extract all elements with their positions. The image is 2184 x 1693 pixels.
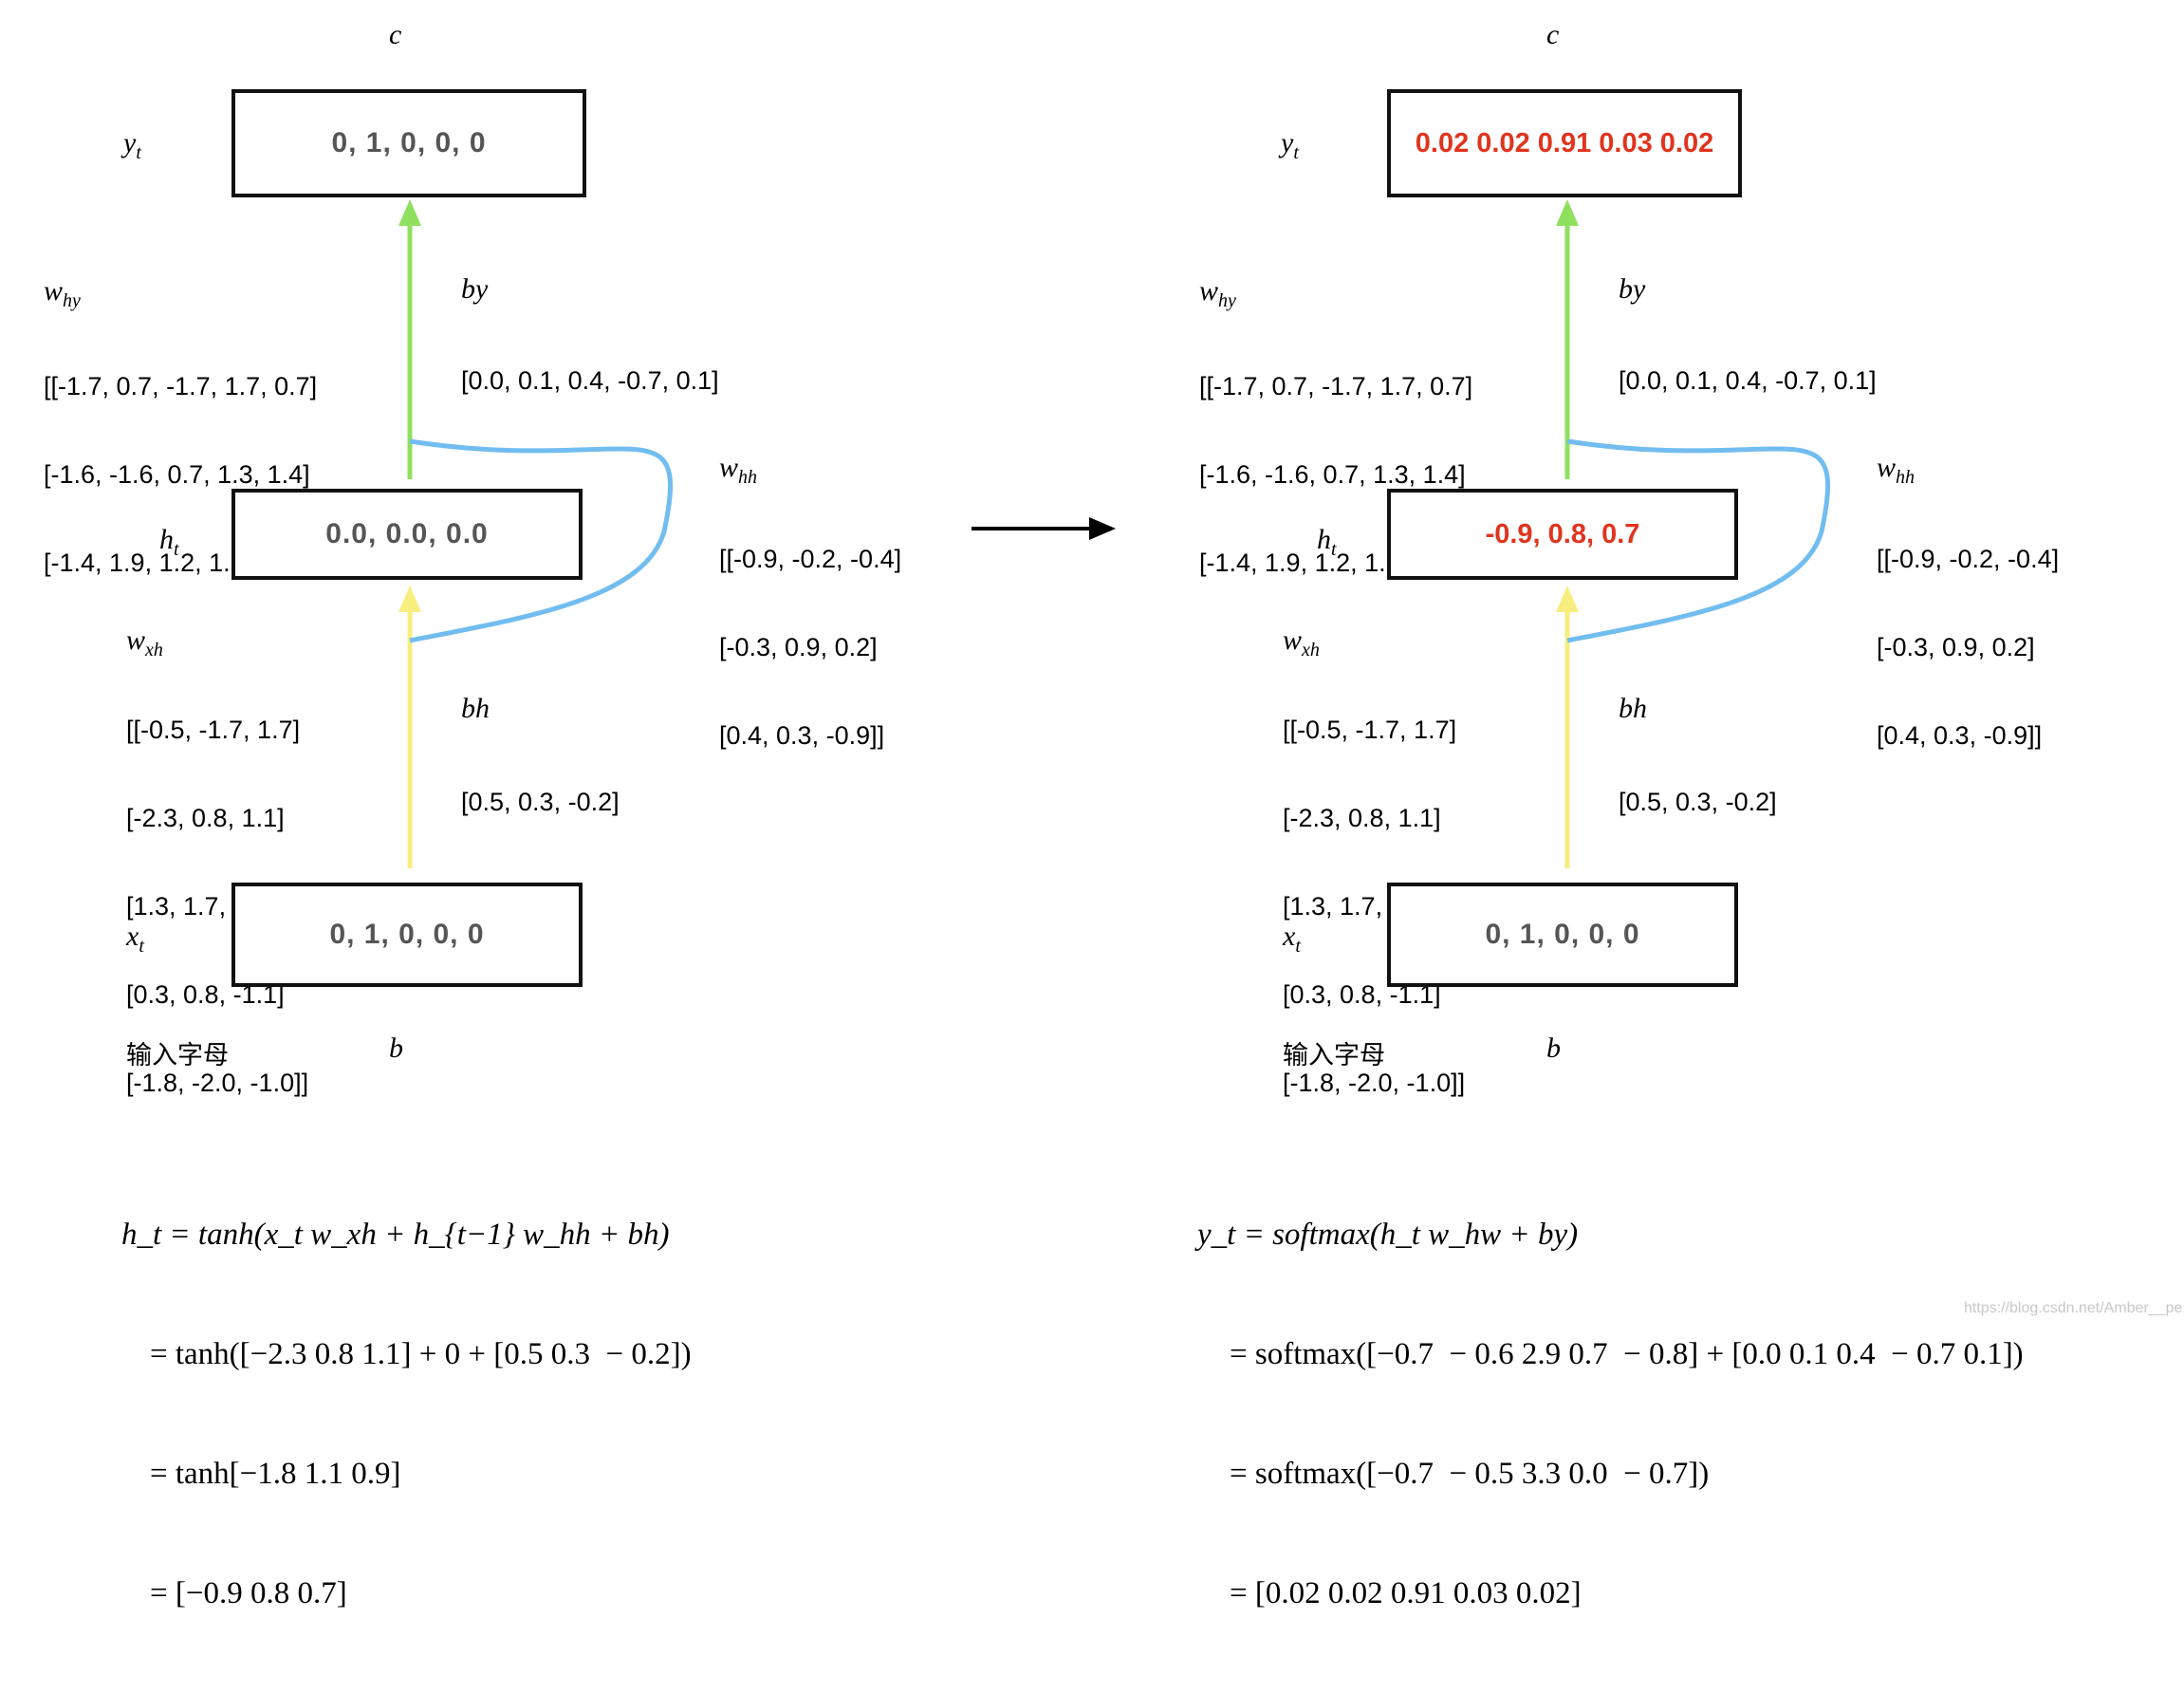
right-output-arrow	[1556, 199, 1579, 479]
left-why-name: why	[44, 275, 81, 311]
left-output-char: c	[389, 19, 402, 50]
matrix-row: [0.5, 0.3, -0.2]	[461, 788, 620, 816]
matrix-row: [0.0, 0.1, 0.4, -0.7, 0.1]	[461, 366, 719, 395]
matrix-row: [[-0.9, -0.2, -0.4]	[1877, 545, 2060, 573]
left-output-arrow	[398, 199, 421, 479]
left-h-box: 0.0, 0.0, 0.0	[231, 489, 583, 580]
left-input-label: 输入字母	[126, 1041, 229, 1070]
matrix-row: [0.4, 0.3, -0.9]]	[719, 721, 885, 750]
right-input-arrow	[1556, 586, 1579, 868]
left-h-label: ht	[159, 524, 179, 560]
matrix-row: [-1.8, -2.0, -1.0]]	[126, 1069, 309, 1097]
left-input-arrow	[398, 586, 421, 868]
matrix-row: [-0.3, 0.9, 0.2]	[719, 633, 878, 661]
equation-line: = tanh[−1.8 1.1 0.9]	[150, 1457, 401, 1491]
equation-line: h_t = tanh(x_t w_xh + h_{t−1} w_hh + bh)	[121, 1218, 670, 1252]
matrix-row: [-1.6, -1.6, 0.7, 1.3, 1.4]	[1199, 460, 1466, 489]
matrix-row: [-0.3, 0.9, 0.2]	[1877, 633, 2035, 661]
left-x-label: xt	[126, 921, 144, 957]
matrix-row: [[-0.9, -0.2, -0.4]	[719, 545, 902, 573]
left-y-label: yt	[123, 127, 141, 163]
left-recurrent-loop	[409, 438, 674, 643]
matrix-row: [[-1.7, 0.7, -1.7, 1.7, 0.7]	[44, 372, 318, 400]
left-by-name: by	[461, 273, 489, 305]
right-h-box: -0.9, 0.8, 0.7	[1387, 489, 1738, 580]
equation-line: = softmax([−0.7 − 0.5 3.3 0.0 − 0.7])	[1230, 1457, 1710, 1491]
left-input-char: b	[389, 1033, 403, 1064]
matrix-row: [[-0.5, -1.7, 1.7]	[1283, 716, 1457, 744]
right-h-label: ht	[1317, 524, 1337, 560]
left-whh-matrix: [[-0.9, -0.2, -0.4] [-0.3, 0.9, 0.2] [0.…	[719, 486, 901, 809]
right-input-label: 输入字母	[1283, 1041, 1385, 1070]
equation-line: y_t = softmax(h_t w_hw + by)	[1197, 1218, 1579, 1252]
matrix-row: [0.5, 0.3, -0.2]	[1619, 788, 1777, 816]
matrix-row: [-1.8, -2.0, -1.0]]	[1283, 1069, 1466, 1097]
matrix-row: [-1.6, -1.6, 0.7, 1.3, 1.4]	[44, 460, 310, 489]
watermark: https://blog.csdn.net/Amber__pe	[1964, 1300, 2183, 1316]
right-recurrent-loop	[1566, 438, 1831, 643]
left-bh-name: bh	[461, 693, 490, 724]
matrix-row: [0.4, 0.3, -0.9]]	[1877, 721, 2043, 750]
left-y-box: 0, 1, 0, 0, 0	[231, 89, 586, 197]
right-whh-name: whh	[1877, 452, 1916, 488]
equation-line: = tanh([−2.3 0.8 1.1] + 0 + [0.5 0.3 − 0…	[150, 1337, 692, 1371]
right-bh-vector: [0.5, 0.3, -0.2]	[1619, 729, 1777, 876]
right-by-name: by	[1619, 273, 1646, 305]
equation-line: = [0.02 0.02 0.91 0.03 0.02]	[1230, 1576, 1582, 1610]
right-x-box: 0, 1, 0, 0, 0	[1387, 883, 1738, 987]
right-bh-name: bh	[1619, 693, 1647, 724]
right-input-char: b	[1546, 1033, 1561, 1064]
diagram-connectors	[398, 199, 1831, 868]
right-x-label: xt	[1283, 921, 1301, 957]
matrix-row: [[-0.5, -1.7, 1.7]	[126, 716, 301, 744]
left-whh-name: whh	[719, 452, 758, 488]
right-wxh-name: wxh	[1283, 624, 1320, 660]
right-y-box: 0.02 0.02 0.91 0.03 0.02	[1387, 89, 1742, 197]
equation-line: = softmax([−0.7 − 0.6 2.9 0.7 − 0.8] + […	[1230, 1337, 2024, 1371]
right-y-label: yt	[1281, 127, 1299, 163]
right-why-matrix: [[-1.7, 0.7, -1.7, 1.7, 0.7] [-1.6, -1.6…	[1199, 313, 1472, 637]
left-equations: h_t = tanh(x_t w_xh + h_{t−1} w_hh + bh)…	[121, 1135, 692, 1693]
right-by-vector: [0.0, 0.1, 0.4, -0.7, 0.1]	[1619, 307, 1877, 455]
right-output-char: c	[1546, 19, 1560, 50]
transition-arrow	[972, 517, 1116, 540]
left-bh-vector: [0.5, 0.3, -0.2]	[461, 729, 620, 876]
left-wxh-name: wxh	[126, 624, 163, 660]
matrix-row: [[-1.7, 0.7, -1.7, 1.7, 0.7]	[1199, 372, 1473, 400]
equation-line: = [−0.9 0.8 0.7]	[150, 1576, 347, 1610]
right-equations: y_t = softmax(h_t w_hw + by) = softmax([…	[1197, 1135, 2024, 1693]
left-by-vector: [0.0, 0.1, 0.4, -0.7, 0.1]	[461, 307, 719, 455]
matrix-row: [-2.3, 0.8, 1.1]	[1283, 804, 1441, 832]
left-why-matrix: [[-1.7, 0.7, -1.7, 1.7, 0.7] [-1.6, -1.6…	[44, 313, 317, 637]
right-why-name: why	[1199, 275, 1236, 311]
left-x-box: 0, 1, 0, 0, 0	[231, 883, 583, 987]
right-whh-matrix: [[-0.9, -0.2, -0.4] [-0.3, 0.9, 0.2] [0.…	[1877, 486, 2059, 809]
matrix-row: [0.0, 0.1, 0.4, -0.7, 0.1]	[1619, 366, 1877, 395]
matrix-row: [-2.3, 0.8, 1.1]	[126, 804, 285, 832]
